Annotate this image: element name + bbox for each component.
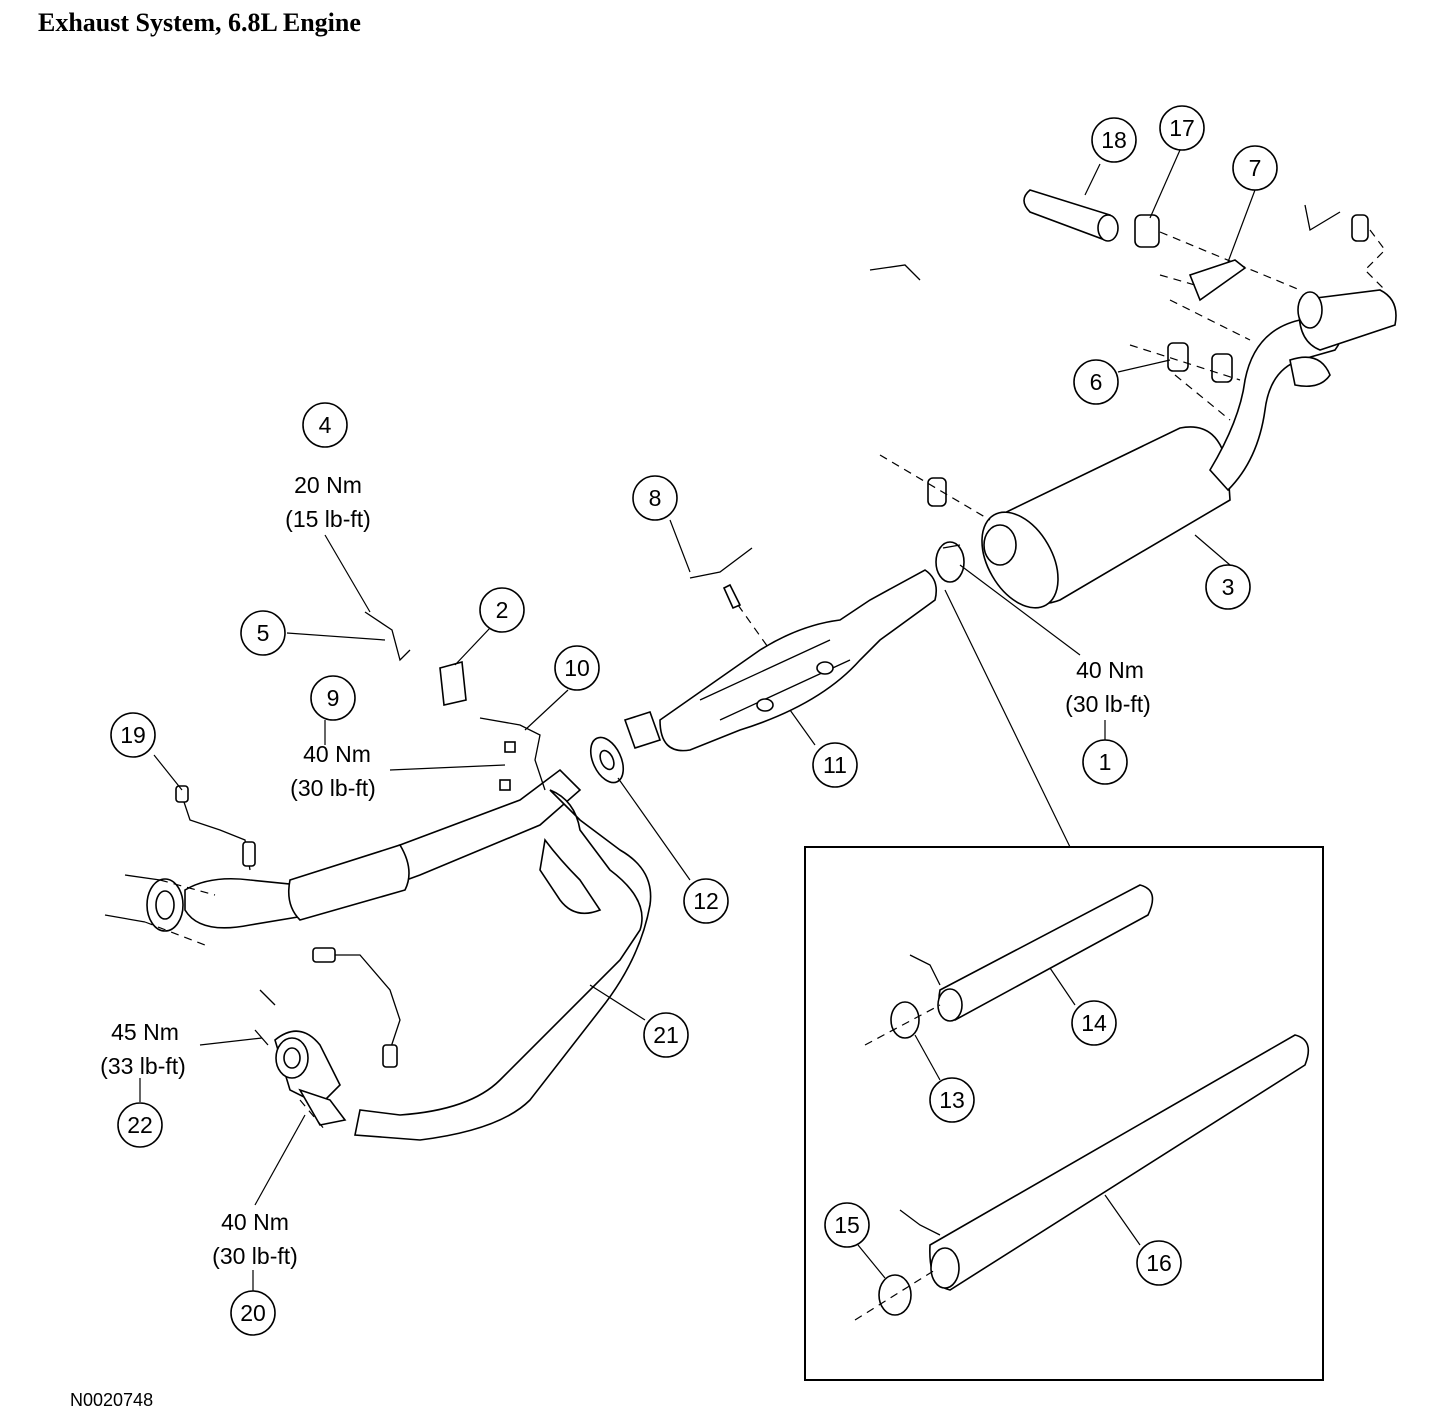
callout-7-label: 7 <box>1249 155 1262 181</box>
callout-8: 8 <box>632 475 678 521</box>
callout-2: 2 <box>479 587 525 633</box>
torque-1-nm: 40 Nm <box>1076 657 1144 683</box>
callout-21: 21 <box>643 1012 689 1058</box>
callout-14: 14 <box>1071 1000 1117 1046</box>
callout-6-label: 6 <box>1090 369 1103 395</box>
callout-9-label: 9 <box>327 685 340 711</box>
callout-19-label: 19 <box>120 722 146 748</box>
callout-13: 13 <box>929 1077 975 1123</box>
callout-3-label: 3 <box>1222 574 1235 600</box>
oxygen-sensor-8 <box>689 547 771 651</box>
callout-17: 17 <box>1159 105 1205 151</box>
callout-7: 7 <box>1232 145 1278 191</box>
callout-2-label: 2 <box>496 597 509 623</box>
torque-spec-9: 40 Nm (30 lb-ft) <box>290 741 376 801</box>
callout-12-label: 12 <box>693 888 719 914</box>
torque-22-nm: 45 Nm <box>111 1019 179 1045</box>
callout-18: 18 <box>1091 117 1137 163</box>
callout-21-label: 21 <box>653 1022 679 1048</box>
callout-1: 1 <box>1082 739 1128 785</box>
hanger-muffler <box>869 264 991 521</box>
callout-18-label: 18 <box>1101 127 1127 153</box>
callout-16-label: 16 <box>1146 1250 1172 1276</box>
callout-5-label: 5 <box>257 620 270 646</box>
callout-14-label: 14 <box>1081 1010 1107 1036</box>
torque-20-lbft: (30 lb-ft) <box>212 1243 298 1269</box>
oxygen-sensor-19 <box>175 785 256 871</box>
callout-9: 9 <box>310 675 356 721</box>
callout-10-label: 10 <box>564 655 590 681</box>
diagram-title: Exhaust System, 6.8L Engine <box>38 8 361 37</box>
callout-6: 6 <box>1073 359 1119 405</box>
torque-9-lbft: (30 lb-ft) <box>290 775 376 801</box>
callout-10: 10 <box>554 645 600 691</box>
clamp-1 <box>935 541 965 583</box>
callout-3: 3 <box>1205 564 1251 610</box>
torque-4-lbft: (15 lb-ft) <box>285 506 371 532</box>
y-pipe-21 <box>354 789 652 1141</box>
front-pipe-right <box>274 1030 347 1126</box>
callout-15: 15 <box>824 1202 870 1248</box>
callout-20-label: 20 <box>240 1300 266 1326</box>
catalytic-converter <box>623 569 938 752</box>
leader-lines <box>139 149 1256 1292</box>
callout-4-label: 4 <box>319 412 332 438</box>
torque-9-nm: 40 Nm <box>303 741 371 767</box>
callout-22: 22 <box>117 1102 163 1148</box>
torque-spec-22: 45 Nm (33 lb-ft) <box>100 1019 186 1079</box>
callout-15-label: 15 <box>834 1212 860 1238</box>
gasket-12 <box>589 736 625 784</box>
inset-panel <box>804 589 1324 1381</box>
callout-11-label: 11 <box>823 752 847 778</box>
callout-8-label: 8 <box>649 485 662 511</box>
figure-code: N0020748 <box>70 1390 154 1410</box>
torque-4-nm: 20 Nm <box>294 472 362 498</box>
callout-13-label: 13 <box>939 1087 965 1113</box>
fasteners <box>104 611 546 1131</box>
torque-20-nm: 40 Nm <box>221 1209 289 1235</box>
callout-20: 20 <box>230 1290 276 1336</box>
torque-1-lbft: (30 lb-ft) <box>1065 691 1151 717</box>
isolators-6 <box>1129 342 1241 421</box>
tailpipe-extension <box>1023 189 1301 291</box>
callout-22-label: 22 <box>127 1112 153 1138</box>
callout-4: 4 <box>302 402 348 448</box>
torque-spec-4: 20 Nm (15 lb-ft) <box>285 472 371 532</box>
callout-12: 12 <box>683 878 729 924</box>
bracket-7 <box>1159 259 1251 341</box>
callout-17-label: 17 <box>1169 115 1195 141</box>
torque-spec-20: 40 Nm (30 lb-ft) <box>212 1209 298 1269</box>
torque-22-lbft: (33 lb-ft) <box>100 1053 186 1079</box>
callout-16: 16 <box>1136 1240 1182 1286</box>
callout-19: 19 <box>110 712 156 758</box>
front-pipe-left <box>146 768 582 932</box>
callout-1-label: 1 <box>1099 749 1112 775</box>
torque-spec-1: 40 Nm (30 lb-ft) <box>1065 657 1151 717</box>
muffler-assembly <box>981 289 1397 609</box>
callout-11: 11 <box>812 742 858 788</box>
oxygen-sensor-lower <box>312 947 401 1068</box>
callout-5: 5 <box>240 610 286 656</box>
hanger-top-right <box>1304 204 1386 291</box>
